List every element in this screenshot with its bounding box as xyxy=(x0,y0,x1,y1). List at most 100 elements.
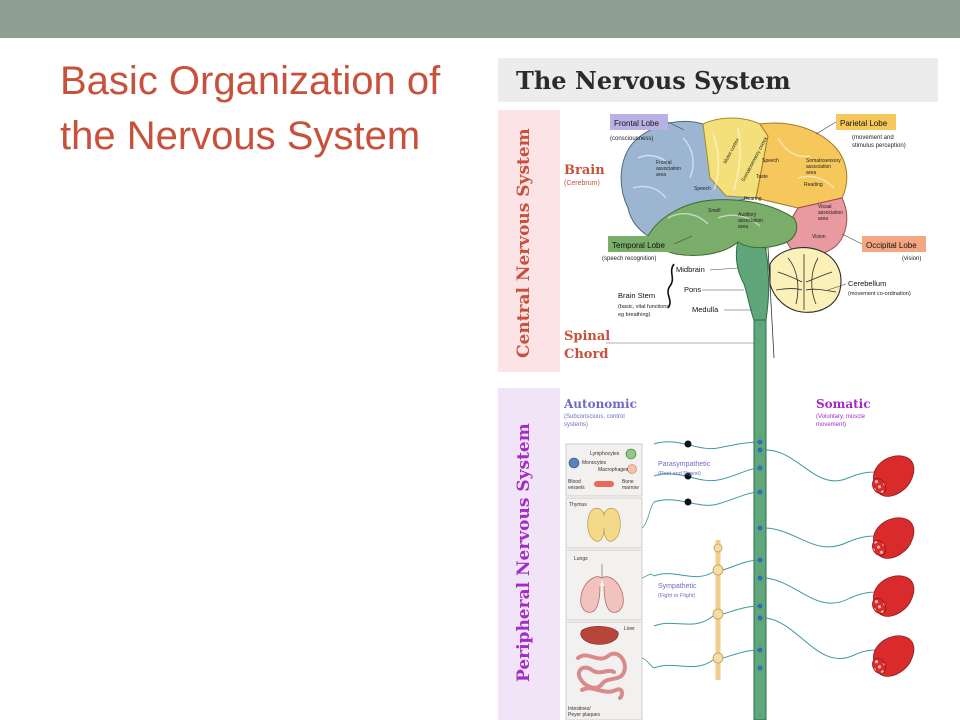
cerebellum-pointer xyxy=(827,283,847,291)
brain-stem-bracket xyxy=(667,263,675,309)
cns-band xyxy=(498,110,560,372)
frontal-lobe-box xyxy=(610,114,668,130)
visual-assoc-label-3: area xyxy=(818,216,828,222)
somatic-label: Somatic xyxy=(816,397,871,411)
autonomic-sublabel-2: systems) xyxy=(564,422,588,428)
frontal-assoc-label-3: area xyxy=(656,172,666,178)
blood-vessel-icon xyxy=(594,481,614,487)
medulla-label: Medulla xyxy=(692,305,719,314)
occipital-lobe-box xyxy=(862,236,926,252)
thymus-icon xyxy=(587,508,621,542)
muscle-icon xyxy=(872,575,915,617)
brain-label: Brain xyxy=(564,163,605,178)
speech-top-label: Speech xyxy=(762,158,779,164)
muscle-icon xyxy=(872,517,915,559)
nervous-system-diagram: The Nervous System Central Nervous Syste… xyxy=(498,58,938,720)
bone-marrow-label-1: Bone xyxy=(622,479,634,485)
monocytes-label: Monocytes xyxy=(582,460,607,466)
hearing-label: Hearing xyxy=(744,196,762,202)
figure-title: The Nervous System xyxy=(516,66,791,95)
parasympathetic-nerves xyxy=(653,439,763,506)
macrophage-icon xyxy=(627,464,637,474)
temporal-lobe-pointer xyxy=(673,235,693,245)
brain-folds xyxy=(632,127,835,227)
cns-label: Central Nervous System xyxy=(514,128,534,358)
top-accent-bar xyxy=(0,0,960,38)
macrophages-label: Macrophages xyxy=(598,467,629,473)
motor-cortex-region xyxy=(702,117,769,199)
cerebellum-sublabel: (movement co-ordination) xyxy=(848,291,911,297)
frontal-assoc-label-2: association xyxy=(656,166,681,172)
midbrain-pointer xyxy=(709,267,739,271)
cerebellum-label: Cerebellum xyxy=(848,279,886,288)
smell-label: Smell xyxy=(708,208,721,214)
liver-icon xyxy=(580,626,619,645)
bone-marrow-label-2: marrow xyxy=(622,485,639,491)
somatic-sublabel-2: movement) xyxy=(816,422,846,428)
brain-stem-sublabel-2: eg breathing) xyxy=(618,312,651,318)
auditory-label-2: association xyxy=(738,218,763,224)
pns-band xyxy=(498,388,560,720)
vision-label: Vision xyxy=(812,234,826,240)
parietal-lobe-pointer xyxy=(815,121,837,135)
parietal-lobe-sublabel-2: stimulus perception) xyxy=(852,143,906,149)
blood-vessels-label-2: vessels xyxy=(568,485,585,491)
organ-panel-thymus xyxy=(565,497,643,549)
soma-assoc-label-3: area xyxy=(806,170,816,176)
spinal-cord-outline xyxy=(767,247,775,359)
spinal-label-line-2: Chord xyxy=(564,347,608,362)
muscle-icon xyxy=(872,635,915,677)
autonomic-label: Autonomic xyxy=(563,397,637,411)
visual-assoc-label-2: association xyxy=(818,210,843,216)
figure-title-band xyxy=(498,58,938,102)
parietal-lobe-sublabel-1: (movement and xyxy=(852,135,894,141)
occipital-lobe-label: Occipital Lobe xyxy=(866,241,917,250)
spinal-label-line-1: Spinal xyxy=(564,329,610,344)
nervous-system-figure: The Nervous System Central Nervous Syste… xyxy=(498,58,938,720)
speech-left-label: Speech xyxy=(694,186,711,192)
temporal-lobe-label: Temporal Lobe xyxy=(612,241,665,250)
intestines-label-1: Intestines/ xyxy=(568,706,591,712)
auditory-label-3: area xyxy=(738,224,748,230)
occipital-lobe-pointer xyxy=(841,233,863,245)
organ-panel-lungs xyxy=(565,549,643,621)
somatic-sublabel-1: (Voluntary, muscle xyxy=(816,414,866,420)
intestines-label-2: Peyer plaques xyxy=(568,712,600,718)
slide-title-line-2: the Nervous System xyxy=(60,114,421,158)
lungs-icon xyxy=(580,564,624,613)
brain-sublabel: (Cerebrum) xyxy=(564,180,600,187)
lungs-label: Lungs xyxy=(574,556,588,562)
lymphocytes-label: Lymphocytes xyxy=(590,451,620,457)
sympathetic-label: Sympathetic xyxy=(658,583,697,590)
soma-assoc-label-1: Somatosensory xyxy=(806,158,841,164)
pns-label: Peripheral Nervous System xyxy=(514,423,534,682)
frontal-assoc-label-1: Frontal xyxy=(656,160,672,166)
monocyte-icon xyxy=(568,457,580,469)
liver-label: Liver xyxy=(624,626,635,632)
temporal-lobe-sublabel: (speech recognition) xyxy=(602,256,656,262)
thymus-label: Thymus xyxy=(569,502,587,508)
auditory-label-1: Auditory xyxy=(738,212,757,218)
cerebrum xyxy=(620,117,848,257)
pons-label: Pons xyxy=(684,285,701,294)
midbrain-label: Midbrain xyxy=(676,265,705,274)
organ-panel-immune xyxy=(565,443,643,497)
parasympathetic-label: Parasympathetic xyxy=(658,461,711,468)
taste-label: Taste xyxy=(756,174,768,180)
organ-panel-intestines xyxy=(565,621,643,720)
slide-title: Basic Organization of the Nervous System xyxy=(60,54,500,164)
temporal-lobe-box xyxy=(608,236,674,252)
sympathetic-chain xyxy=(653,540,763,680)
autonomic-sublabel-1: (Subconscious, control xyxy=(564,414,625,420)
frontal-lobe-label: Frontal Lobe xyxy=(614,119,659,128)
soma-assoc-label-2: association xyxy=(806,164,831,170)
brain-stem-sublabel-1: (basic, vital functions xyxy=(618,304,669,310)
frontal-lobe-pointer xyxy=(667,121,685,131)
brain-stem-shape xyxy=(735,239,770,321)
brain-stem-label: Brain Stem xyxy=(618,291,655,300)
parietal-lobe-region xyxy=(755,122,848,209)
reading-label: Reading xyxy=(804,182,823,188)
visual-assoc-label-1: Visual xyxy=(818,204,832,210)
lymphocyte-icon xyxy=(625,448,637,460)
parasympathetic-sublabel: (Rest and Digest) xyxy=(658,471,701,477)
